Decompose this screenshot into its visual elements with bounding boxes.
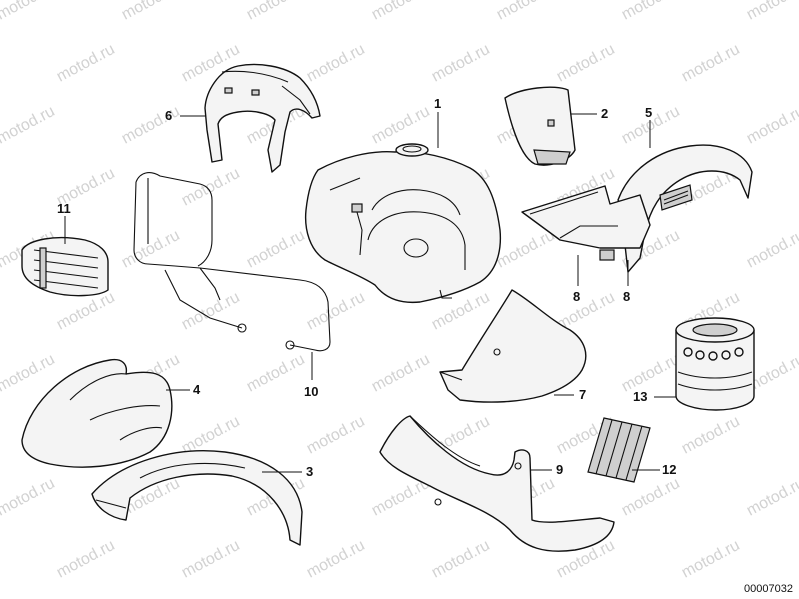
- watermark-text: motod.ru: [119, 227, 183, 272]
- callout-5: 5: [645, 105, 652, 120]
- leader-lines: [64, 112, 676, 473]
- callout-13: 13: [633, 389, 647, 404]
- watermark-text: motod.ru: [179, 165, 243, 210]
- callout-3: 3: [306, 464, 313, 479]
- watermark-text: motod.ru: [0, 351, 58, 396]
- watermark-text: motod.ru: [0, 0, 58, 24]
- watermark-text: motod.ru: [54, 41, 118, 86]
- part-3-front-mudguard: [91, 450, 303, 546]
- callout-1: 1: [434, 96, 441, 111]
- callout-10: 10: [304, 384, 318, 399]
- watermark-text: motod.ru: [619, 351, 683, 396]
- watermark-text: motod.ru: [244, 0, 308, 24]
- watermark-text: motod.ru: [119, 0, 183, 24]
- watermark-text: motod.ru: [554, 41, 618, 86]
- watermark-text: motod.ru: [244, 227, 308, 272]
- watermark-text: motod.ru: [369, 103, 433, 148]
- watermark-text: motod.ru: [304, 289, 368, 334]
- watermark-text: motod.ru: [494, 227, 558, 272]
- watermark-text: motod.ru: [679, 41, 743, 86]
- part-2-small-cover: [504, 86, 576, 166]
- watermark-text: motod.ru: [369, 0, 433, 24]
- filter-holes: [683, 347, 744, 361]
- watermark-text: motod.ru: [744, 475, 799, 520]
- watermark-text: motod.ru: [429, 537, 493, 582]
- callout-11: 11: [57, 201, 71, 216]
- part-5-rear-mudguard: [521, 144, 753, 273]
- part-9-belly-pan: [379, 415, 615, 552]
- watermark-text: motod.ru: [54, 537, 118, 582]
- watermark-text: motod.ru: [494, 0, 558, 24]
- part-13-oil-filter: [675, 317, 755, 411]
- part-1-fuel-tank: [304, 143, 502, 304]
- watermark-text: motod.ru: [179, 537, 243, 582]
- part-4-fairing-panel: [21, 358, 173, 468]
- watermark-text: motod.ru: [304, 537, 368, 582]
- watermark-text: motod.ru: [744, 227, 799, 272]
- watermark-text: motod.ru: [619, 0, 683, 24]
- callout-12: 12: [662, 462, 676, 477]
- watermark-text: motod.ru: [744, 0, 799, 24]
- callout-4: 4: [193, 382, 201, 397]
- watermark-text: motod.ru: [119, 103, 183, 148]
- callout-6: 6: [165, 108, 172, 123]
- watermark-text: motod.ru: [369, 351, 433, 396]
- watermark-text: motod.ru: [244, 351, 308, 396]
- diagram-code: 00007032: [744, 583, 793, 595]
- callout-7: 7: [579, 387, 586, 402]
- part-10-tubular-frame: [133, 172, 331, 352]
- watermark-text: motod.ru: [0, 475, 58, 520]
- part-7-side-cover: [439, 289, 587, 403]
- callout-8-left: 8: [573, 289, 580, 304]
- watermark-text: motod.ru: [179, 289, 243, 334]
- watermark-text: motod.ru: [304, 413, 368, 458]
- part-6-fairing-bracket: [204, 63, 321, 173]
- part-11-vent-grille: [21, 236, 109, 297]
- watermark-text: motod.ru: [619, 475, 683, 520]
- watermark-text: motod.ru: [679, 413, 743, 458]
- part-12-pad: [587, 417, 651, 483]
- callout-2: 2: [601, 106, 608, 121]
- watermark-text: motod.ru: [0, 103, 58, 148]
- watermark-text: motod.ru: [744, 103, 799, 148]
- callout-9: 9: [556, 462, 563, 477]
- watermark-text: motod.ru: [429, 41, 493, 86]
- watermark-text: motod.ru: [304, 41, 368, 86]
- watermark-text: motod.ru: [679, 537, 743, 582]
- callout-8-right: 8: [623, 289, 630, 304]
